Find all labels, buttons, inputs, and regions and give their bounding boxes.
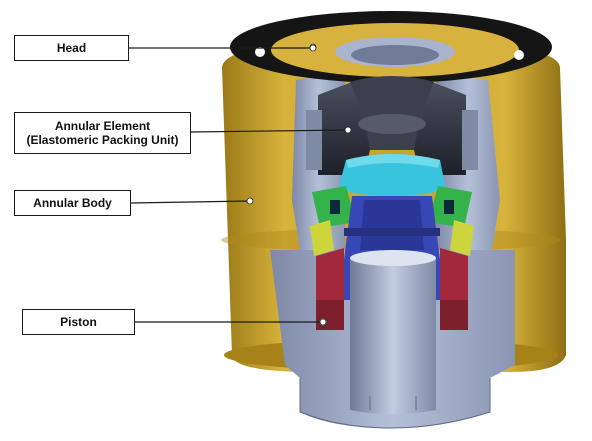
piston-label-box: Piston xyxy=(22,309,135,335)
annular-element-pointer-dot xyxy=(344,126,352,134)
head-ring xyxy=(230,11,552,83)
yellow-segments xyxy=(310,220,474,256)
annular-body-leader-line xyxy=(130,200,251,204)
leader-lines xyxy=(129,47,349,323)
annular-element-label-box: Annular Element (Elastomeric Packing Uni… xyxy=(14,112,191,154)
piston-label: Piston xyxy=(60,315,97,329)
piston xyxy=(316,248,468,330)
packing-element xyxy=(306,76,478,175)
head-label: Head xyxy=(56,41,87,55)
annular-element-sublabel: (Elastomeric Packing Unit) xyxy=(26,133,179,147)
annular-body-pointer-dot xyxy=(246,197,254,205)
annular-body-label-box: Annular Body xyxy=(14,190,131,216)
annular-element-leader-line xyxy=(190,129,349,133)
central-bore xyxy=(350,250,436,414)
head-pointer-dot xyxy=(309,44,317,52)
top-ring xyxy=(338,154,446,196)
head-label-box: Head xyxy=(14,35,129,61)
annular-body-label: Annular Body xyxy=(33,196,112,210)
piston-pointer-dot xyxy=(319,318,327,326)
green-segments xyxy=(312,186,472,228)
annular-element-label: Annular Element xyxy=(54,119,151,133)
